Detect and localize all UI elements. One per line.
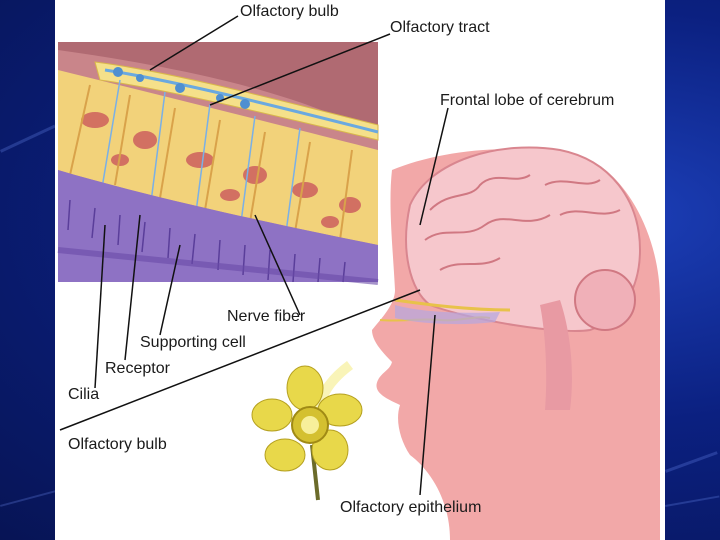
label-olfactory-bulb-top: Olfactory bulb: [240, 3, 339, 20]
olfactory-region: [394, 298, 511, 312]
cilia-strokes: [67, 199, 346, 283]
label-frontal-lobe: Frontal lobe of cerebrum: [440, 92, 615, 109]
label-olfactory-epithelium: Olfactory epithelium: [340, 499, 482, 516]
background-streak: [0, 489, 59, 507]
brain-folds: [424, 174, 621, 271]
cell-borders: [69, 84, 353, 241]
background-streak: [665, 495, 720, 507]
diagram-panel: Olfactory bulb Olfactory tract Frontal l…: [55, 0, 665, 540]
label-receptor: Receptor: [105, 360, 170, 377]
label-supporting-cell: Supporting cell: [140, 334, 246, 351]
nerve-fibers: [99, 79, 301, 241]
olfactory-tract-nerve: [104, 68, 379, 134]
cerebellum: [574, 269, 636, 331]
olfaction-illustration: [57, 15, 660, 540]
label-olfactory-tract: Olfactory tract: [390, 19, 490, 36]
label-nerve-fiber: Nerve fiber: [227, 308, 306, 325]
epithelium-cross-section: [57, 42, 379, 285]
leader-lines: [59, 15, 449, 496]
receptor-layer: [58, 170, 378, 282]
background-streak: [0, 124, 56, 153]
tissue-layer: [58, 70, 378, 245]
background-streak: [665, 451, 718, 473]
label-cilia: Cilia: [68, 386, 100, 403]
label-olfactory-bulb-bottom: Olfactory bulb: [68, 436, 167, 453]
head-illustration: [372, 146, 660, 540]
daffodil-flower: [251, 361, 363, 501]
brainstem: [540, 300, 572, 410]
